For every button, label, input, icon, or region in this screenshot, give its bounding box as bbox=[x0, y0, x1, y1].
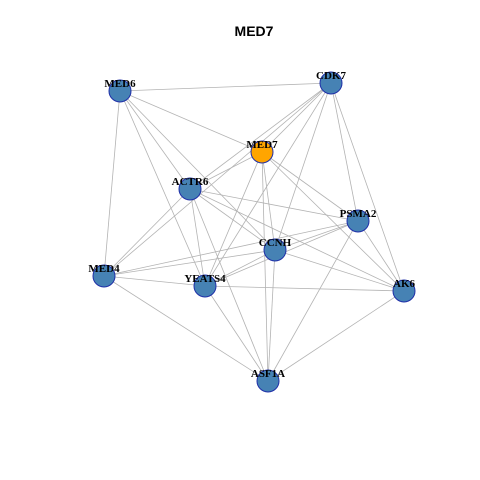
edge-med6-cdk7 bbox=[119, 82, 332, 92]
node-label-med6: MED6 bbox=[104, 78, 136, 90]
edge-med4-asf1a bbox=[103, 275, 269, 382]
node-med7 bbox=[250, 140, 274, 164]
node-label-asf1a: ASF1A bbox=[251, 368, 285, 380]
edge-actr6-psma2 bbox=[189, 188, 359, 222]
edge-cdk7-med4 bbox=[103, 82, 332, 277]
edge-actr6-yeats4 bbox=[189, 188, 206, 287]
node-asf1a bbox=[256, 369, 280, 393]
node-label-ccnh: CCNH bbox=[259, 237, 292, 249]
edge-med6-med4 bbox=[103, 90, 121, 277]
edge-med6-med7 bbox=[119, 90, 263, 153]
edge-med6-yeats4 bbox=[119, 90, 206, 287]
node-cdk7 bbox=[319, 71, 343, 95]
node-label-psma2: PSMA2 bbox=[340, 208, 377, 220]
edge-ccnh-yeats4 bbox=[204, 249, 276, 287]
edge-psma2-med4 bbox=[103, 220, 359, 277]
edge-psma2-ak6 bbox=[357, 220, 405, 292]
node-layer bbox=[92, 71, 416, 393]
node-label-yeats4: YEATS4 bbox=[184, 273, 226, 285]
edge-med7-ccnh bbox=[261, 151, 276, 251]
node-label-ak6: AK6 bbox=[393, 278, 416, 290]
edge-cdk7-yeats4 bbox=[204, 82, 332, 287]
edge-med7-psma2 bbox=[261, 151, 359, 222]
edge-med6-ccnh bbox=[119, 90, 276, 251]
edge-psma2-ccnh bbox=[274, 220, 359, 251]
edge-actr6-ak6 bbox=[189, 188, 405, 292]
edge-cdk7-med7 bbox=[261, 82, 332, 153]
edge-ccnh-ak6 bbox=[274, 249, 405, 292]
edge-med6-actr6 bbox=[119, 90, 191, 190]
node-label-med4: MED4 bbox=[88, 263, 120, 275]
edge-ccnh-asf1a bbox=[267, 249, 276, 382]
node-yeats4 bbox=[193, 274, 217, 298]
edge-ak6-asf1a bbox=[267, 290, 405, 382]
edge-yeats4-ak6 bbox=[204, 285, 405, 292]
node-ak6 bbox=[392, 279, 416, 303]
edge-med7-yeats4 bbox=[204, 151, 263, 287]
node-med6 bbox=[108, 79, 132, 103]
node-ccnh bbox=[263, 238, 287, 262]
node-label-cdk7: CDK7 bbox=[316, 70, 346, 82]
edge-psma2-asf1a bbox=[267, 220, 359, 382]
node-label-actr6: ACTR6 bbox=[172, 176, 209, 188]
edge-actr6-asf1a bbox=[189, 188, 269, 382]
edge-med7-ak6 bbox=[261, 151, 405, 292]
node-psma2 bbox=[346, 209, 370, 233]
edge-med4-yeats4 bbox=[103, 275, 206, 287]
edge-layer bbox=[103, 82, 405, 382]
edge-cdk7-ak6 bbox=[330, 82, 405, 292]
edge-actr6-ccnh bbox=[189, 188, 276, 251]
edge-cdk7-actr6 bbox=[189, 82, 332, 190]
node-med4 bbox=[92, 264, 116, 288]
edge-cdk7-psma2 bbox=[330, 82, 359, 222]
edge-actr6-med4 bbox=[103, 188, 191, 277]
edge-med7-actr6 bbox=[189, 151, 263, 190]
edge-med7-asf1a bbox=[261, 151, 269, 382]
node-actr6 bbox=[178, 177, 202, 201]
node-label-med7: MED7 bbox=[246, 139, 278, 151]
diagram-title: MED7 bbox=[235, 23, 274, 39]
edge-yeats4-asf1a bbox=[204, 285, 269, 382]
edge-ccnh-med4 bbox=[103, 249, 276, 277]
edge-cdk7-ccnh bbox=[274, 82, 332, 251]
